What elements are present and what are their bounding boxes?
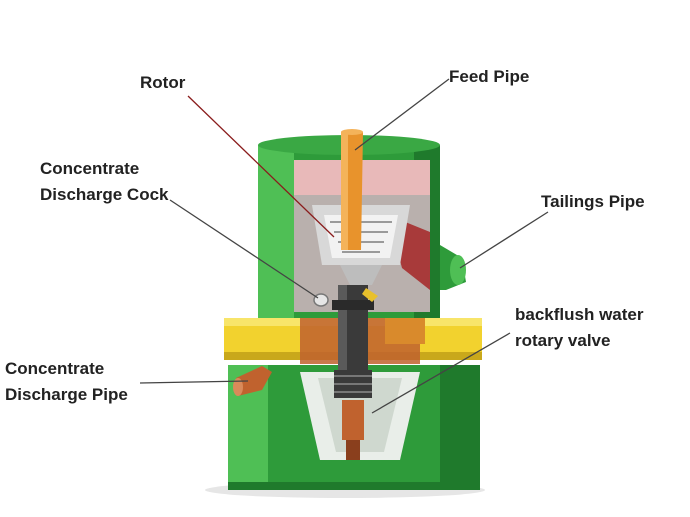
tailings-pipe-label-text: Tailings Pipe bbox=[541, 192, 645, 211]
discharge-pipe-leader bbox=[139, 380, 249, 384]
rotor-label-text: Rotor bbox=[140, 73, 186, 92]
concentrate-discharge-pipe-label: Concentrate Discharge Pipe bbox=[5, 356, 128, 408]
feed-pipe-label-text: Feed Pipe bbox=[449, 67, 530, 86]
concentrate-discharge-pipe-line-2: Discharge Pipe bbox=[5, 385, 128, 404]
tailings-pipe-label: Tailings Pipe bbox=[541, 189, 645, 215]
concentrate-discharge-cock-line-1: Concentrate bbox=[40, 159, 140, 178]
discharge-cock-leader bbox=[169, 199, 319, 299]
feed-pipe-label: Feed Pipe bbox=[449, 64, 529, 90]
feed-pipe bbox=[341, 129, 363, 250]
backflush-water-rotary-valve-label: backflush water rotary valve bbox=[515, 302, 644, 354]
backflush-valve-line-1: backflush water bbox=[515, 305, 644, 324]
leader-lines bbox=[139, 78, 549, 414]
tailings-pipe bbox=[440, 245, 466, 290]
backflush-valve-line-2: rotary valve bbox=[515, 331, 611, 350]
concentrate-discharge-pipe bbox=[233, 366, 272, 396]
rotor-leader bbox=[187, 95, 335, 238]
tailings-pipe-leader bbox=[459, 211, 549, 269]
concentrate-discharge-pipe-line-1: Concentrate bbox=[5, 359, 105, 378]
concentrate-discharge-cock-label: Concentrate Discharge Cock bbox=[40, 156, 169, 208]
central-shaft bbox=[332, 285, 374, 460]
backflush-valve-leader bbox=[371, 332, 511, 414]
concentrate-discharge-cock-line-2: Discharge Cock bbox=[40, 185, 169, 204]
rotor-label: Rotor bbox=[140, 70, 185, 96]
feed-pipe-leader bbox=[354, 78, 450, 151]
